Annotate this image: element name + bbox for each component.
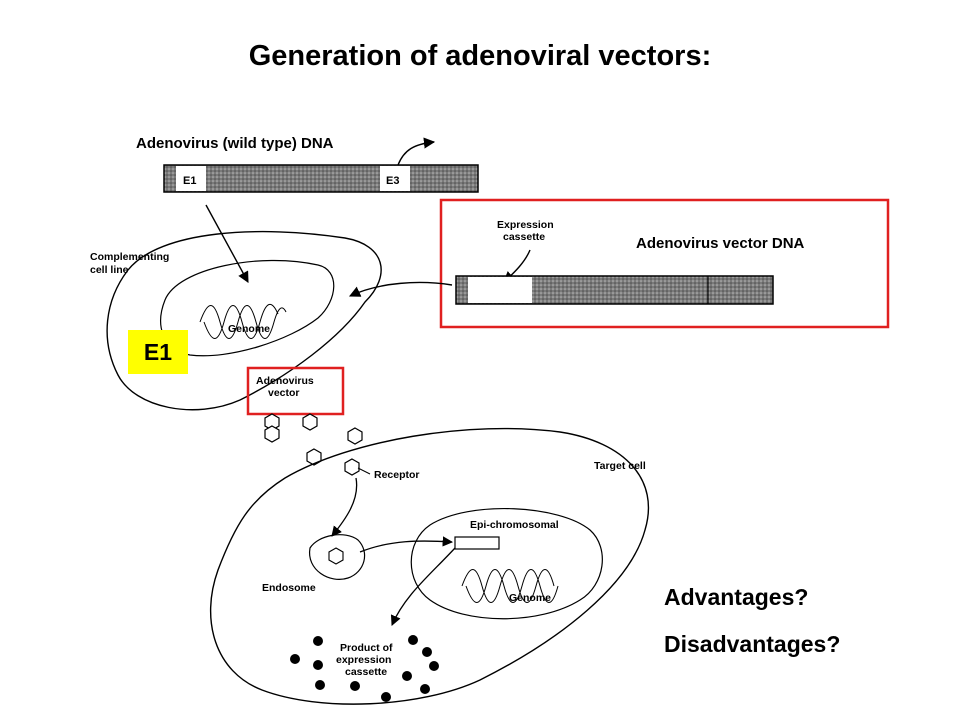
vector-dna-highlight-box xyxy=(439,198,890,329)
page-title: Generation of adenoviral vectors: xyxy=(248,40,712,72)
advantages-text: Advantages? xyxy=(664,584,809,610)
genome-bottom-dna xyxy=(461,569,555,603)
expression-product-dots xyxy=(290,635,439,702)
entry-arrow xyxy=(331,477,358,537)
vector-dna-label: Adenovirus vector DNA xyxy=(636,235,805,252)
e1-gene-label: E1 xyxy=(183,175,196,187)
vector-dna-bar xyxy=(455,275,774,305)
adenovirus-vector-highlight-box xyxy=(246,366,345,416)
wild-type-dna-label: Adenovirus (wild type) DNA xyxy=(136,135,334,152)
receptor-label: Receptor xyxy=(374,469,420,481)
endosome-virion xyxy=(328,547,344,565)
e1-to-genome-arrow xyxy=(205,204,249,283)
genome-top-label: Genome xyxy=(228,323,270,335)
epi-chromosomal-element xyxy=(454,536,500,550)
expression-arrow xyxy=(390,547,456,626)
complementing-cell-outline xyxy=(106,230,382,411)
target-cell-label: Target cell xyxy=(594,460,646,472)
e3-gene-label: E3 xyxy=(386,175,399,187)
e3-excision-arrow xyxy=(397,137,436,166)
receptor-pointer xyxy=(357,467,371,475)
epi-chromosomal-label: Epi-chromosomal xyxy=(470,519,559,531)
genome-bottom-label: Genome xyxy=(509,592,551,604)
virion-particles xyxy=(264,413,363,476)
wild-type-dna-bar xyxy=(163,164,479,193)
vector-to-cell-arrow xyxy=(348,281,453,297)
target-cell-nucleus xyxy=(410,508,603,620)
to-nucleus-arrow xyxy=(359,536,454,553)
genome-top-dna xyxy=(199,305,287,339)
endosome-label: Endosome xyxy=(262,582,316,594)
e1-highlight: E1 xyxy=(128,330,188,374)
disadvantages-text: Disadvantages? xyxy=(664,631,841,657)
target-cell-outline xyxy=(210,427,650,705)
